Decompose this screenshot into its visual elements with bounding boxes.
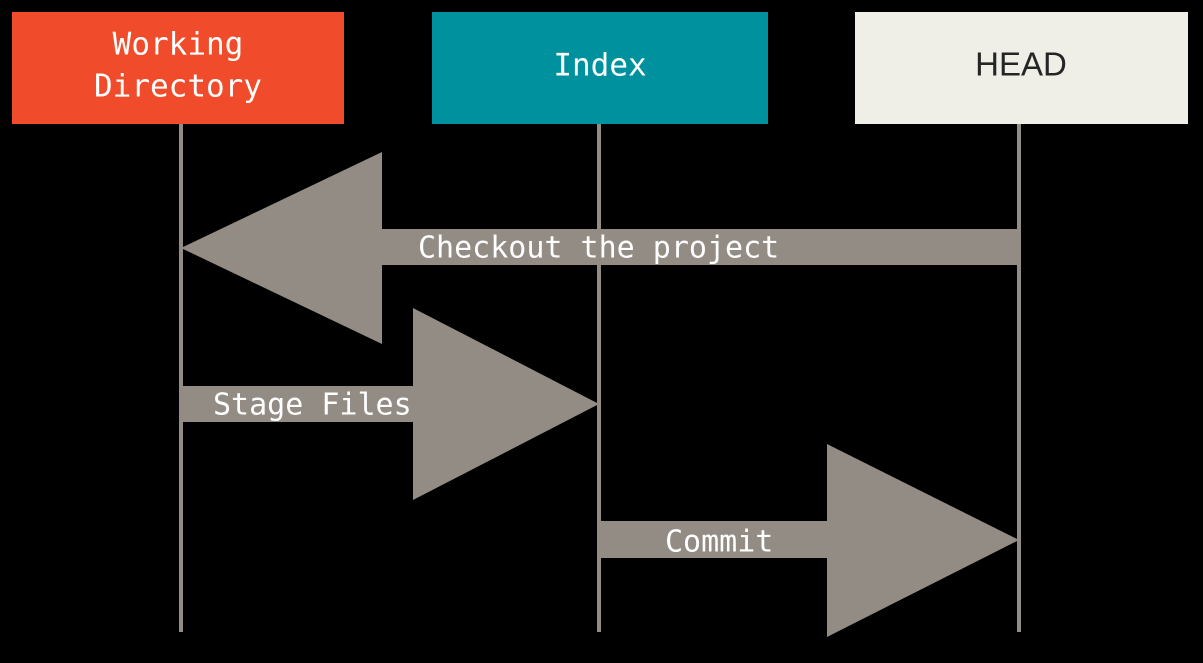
participant-label-working-directory-line1: Working xyxy=(113,27,244,63)
message-label-checkout: Checkout the project xyxy=(418,231,779,266)
arrow-head-checkout-icon xyxy=(181,152,382,344)
lifeline-head xyxy=(1017,124,1021,632)
lifeline-index xyxy=(597,124,601,632)
arrow-head-commit-icon xyxy=(827,444,1019,637)
arrow-shaft-commit xyxy=(599,521,828,558)
arrow-head-stage-files-icon xyxy=(413,308,599,500)
participant-working-directory[interactable]: Working Directory xyxy=(12,12,344,124)
message-checkout[interactable]: Checkout the project xyxy=(181,152,1019,344)
message-commit[interactable]: Commit xyxy=(599,444,1019,637)
message-label-stage-files: Stage Files xyxy=(213,388,412,423)
message-stage-files[interactable]: Stage Files xyxy=(180,308,599,500)
participant-box-working-directory[interactable] xyxy=(12,12,344,124)
participant-head[interactable]: HEAD xyxy=(855,12,1188,124)
participant-label-index: Index xyxy=(553,48,646,84)
lifeline-working-directory xyxy=(179,124,183,632)
arrow-shaft-stage-files xyxy=(180,386,414,422)
message-label-commit: Commit xyxy=(665,525,773,560)
lifelines-group xyxy=(179,124,1021,632)
participant-box-head[interactable] xyxy=(855,12,1188,124)
participant-label-working-directory-line2: Directory xyxy=(94,69,262,105)
participant-index[interactable]: Index xyxy=(432,12,768,124)
participant-label-head: HEAD xyxy=(975,46,1067,83)
participant-box-index[interactable] xyxy=(432,12,768,124)
arrow-shaft-checkout xyxy=(382,229,1019,265)
